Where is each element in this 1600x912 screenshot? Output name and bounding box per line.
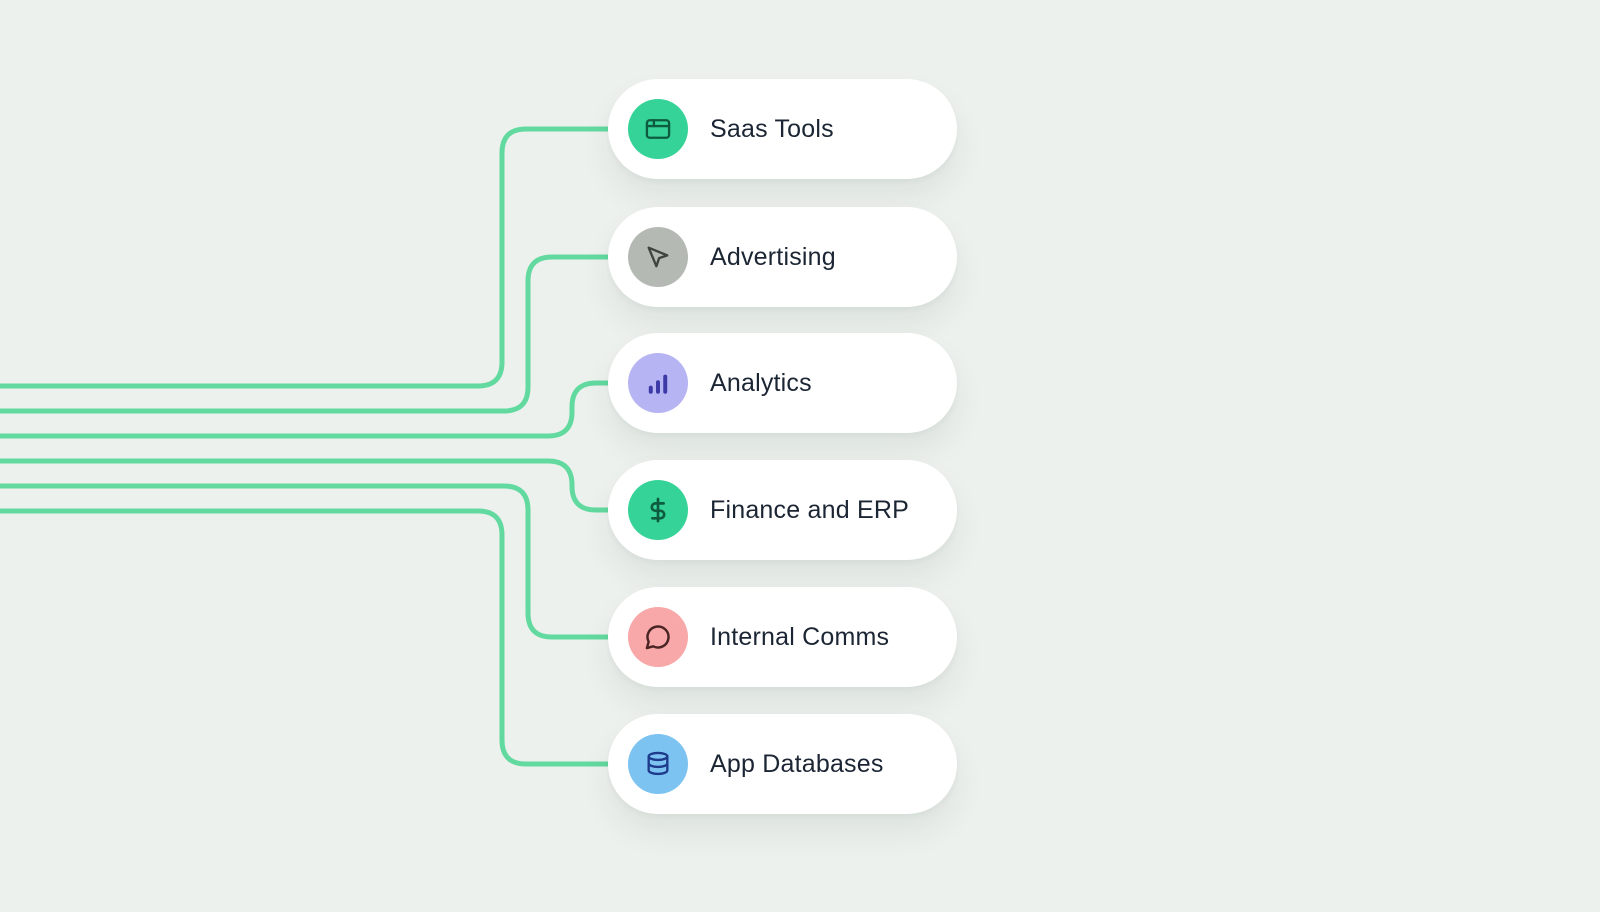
node-app-databases: App Databases <box>608 714 957 814</box>
dollar-icon <box>628 480 688 540</box>
node-analytics: Analytics <box>608 333 957 433</box>
connector-app-databases <box>0 508 609 767</box>
node-label: Advertising <box>710 242 836 271</box>
node-label: Analytics <box>710 368 812 397</box>
chat-bubble-icon <box>628 607 688 667</box>
node-advertising: Advertising <box>608 207 957 307</box>
connector-internal-comms <box>0 483 609 640</box>
database-icon <box>628 734 688 794</box>
node-label: App Databases <box>710 749 884 778</box>
app-window-icon <box>628 99 688 159</box>
bar-chart-icon <box>628 353 688 413</box>
node-label: Internal Comms <box>710 622 890 651</box>
connector-advertising <box>0 254 609 414</box>
node-label: Finance and ERP <box>710 495 909 524</box>
node-internal-comms: Internal Comms <box>608 587 957 687</box>
connector-finance-erp <box>0 458 609 513</box>
node-saas-tools: Saas Tools <box>608 79 957 179</box>
node-finance-erp: Finance and ERP <box>608 460 957 560</box>
node-label: Saas Tools <box>710 114 834 143</box>
cursor-icon <box>628 227 688 287</box>
connector-saas-tools <box>0 126 609 389</box>
connector-analytics <box>0 380 609 439</box>
